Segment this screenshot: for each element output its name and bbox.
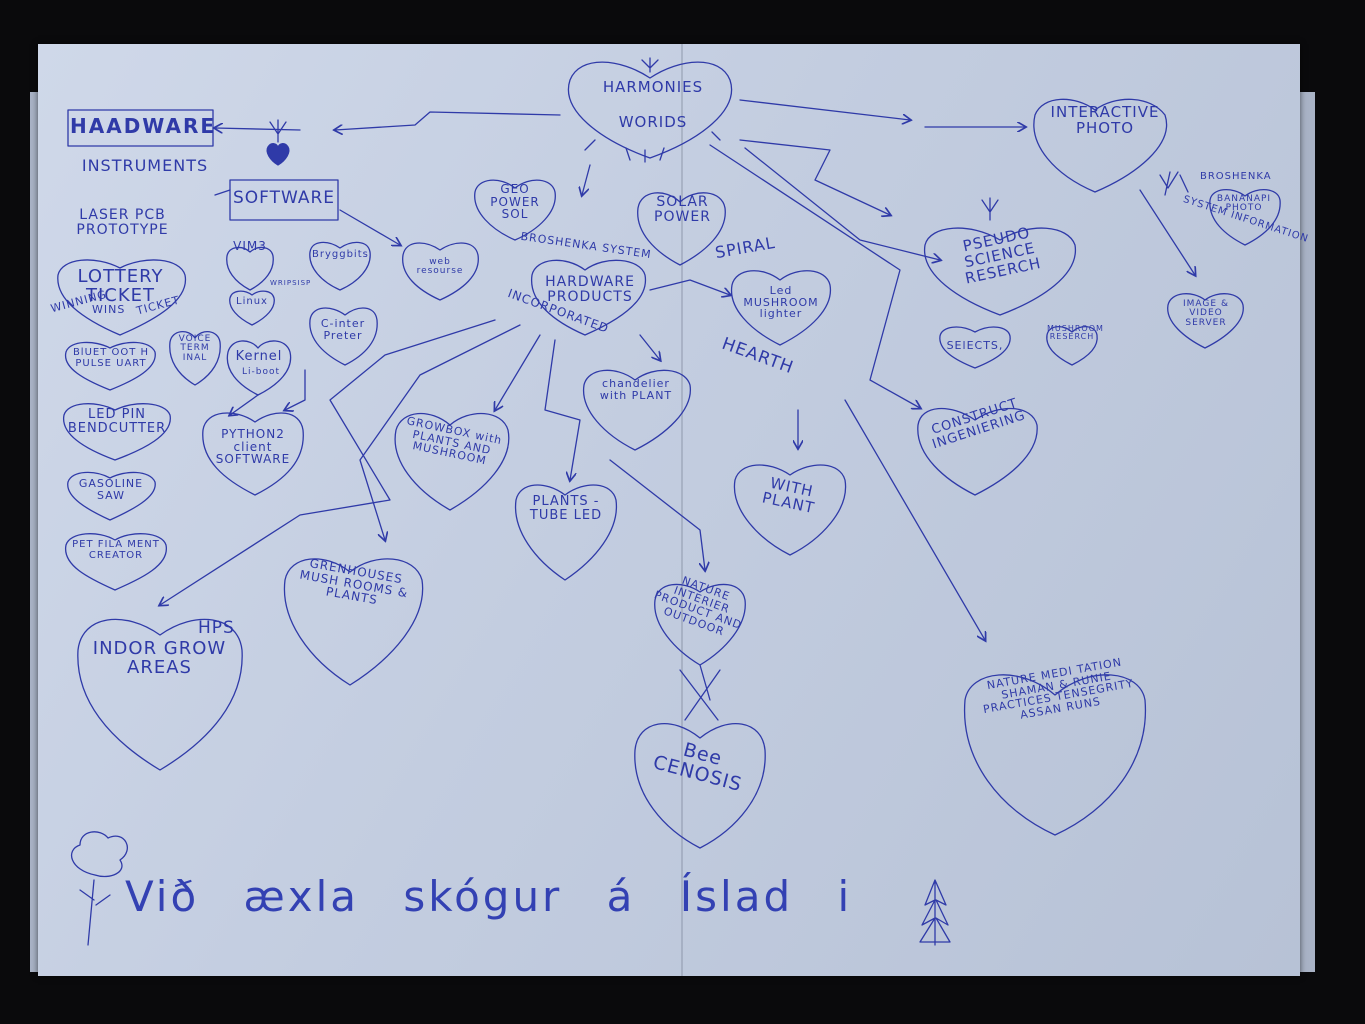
node-vim3: VIM3 (233, 239, 267, 253)
node-harmonies: HARMONIES (602, 78, 704, 96)
node-instruments: INSTRUMENTS (81, 156, 209, 175)
label-broshenka: BROSHENKA (1200, 171, 1272, 182)
node-interactive-photo: INTERACTIVE PHOTO (1050, 103, 1160, 137)
node-plants-tube: PLANTS -TUBE LED (529, 494, 603, 523)
node-kernel: Kernel (235, 349, 283, 364)
node-hardware-products: HARDWARE PRODUCTS (545, 274, 635, 305)
node-bluetooth: BlUET OOT H PULSE UART (72, 347, 150, 369)
node-geo-power: GEO POWER SOL (490, 182, 540, 222)
node-voice-terminal: VOICE TERM INAL (178, 334, 212, 363)
footer-title: Við æxla skógur á Íslad i (125, 872, 853, 921)
node-c-interpreter: C-inter Preter (320, 317, 366, 342)
node-gasoline-saw: GASOLINE SAW (78, 477, 144, 502)
label-wins: WINS (92, 303, 126, 316)
node-led-pin: LED PIN BENDCUTTER (67, 407, 167, 436)
label-uboot: Li-boot (242, 367, 281, 377)
node-linux: Linux (236, 296, 268, 307)
node-chandelier: chandelier with PLANT (599, 377, 673, 402)
node-pet-filament: PET FILA MENT CREATOR (72, 539, 160, 561)
node-hardware: HAADWARE (70, 114, 216, 138)
node-indoor-grow: INDOR GROW AREAS (92, 638, 227, 678)
node-banana-photo: BANANAPI PHOTO (1216, 194, 1272, 214)
node-mushroom-research: MUSHROOM RESERCH (1047, 324, 1104, 342)
node-image-video-server: IMAGE & VIDEO SERVER (1183, 299, 1229, 328)
node-lottery-ticket: LOTTERY TICKET (77, 266, 164, 306)
paper-sheet (38, 44, 1300, 976)
node-laser-pcb: LASER PCB PROTOTYPE (76, 207, 169, 238)
node-python2: PYTHON2 client SOFTWARE (215, 427, 291, 467)
node-solar-power: SOLAR POWER (654, 194, 711, 225)
label-hps: HPS (198, 618, 235, 638)
node-web-resource: web resourse (416, 257, 464, 277)
node-selects: SElECTS, (946, 339, 1004, 352)
node-led-lighter: Led MUSHROOM lighter (743, 284, 819, 321)
node-bryggbits: Bryggbits (312, 249, 369, 260)
label-wripsisp: WRIPSISP (270, 279, 312, 287)
paper-fold (681, 44, 683, 976)
node-worlds: WORIDS (618, 113, 688, 131)
node-software: SOFTWARE (232, 188, 336, 208)
